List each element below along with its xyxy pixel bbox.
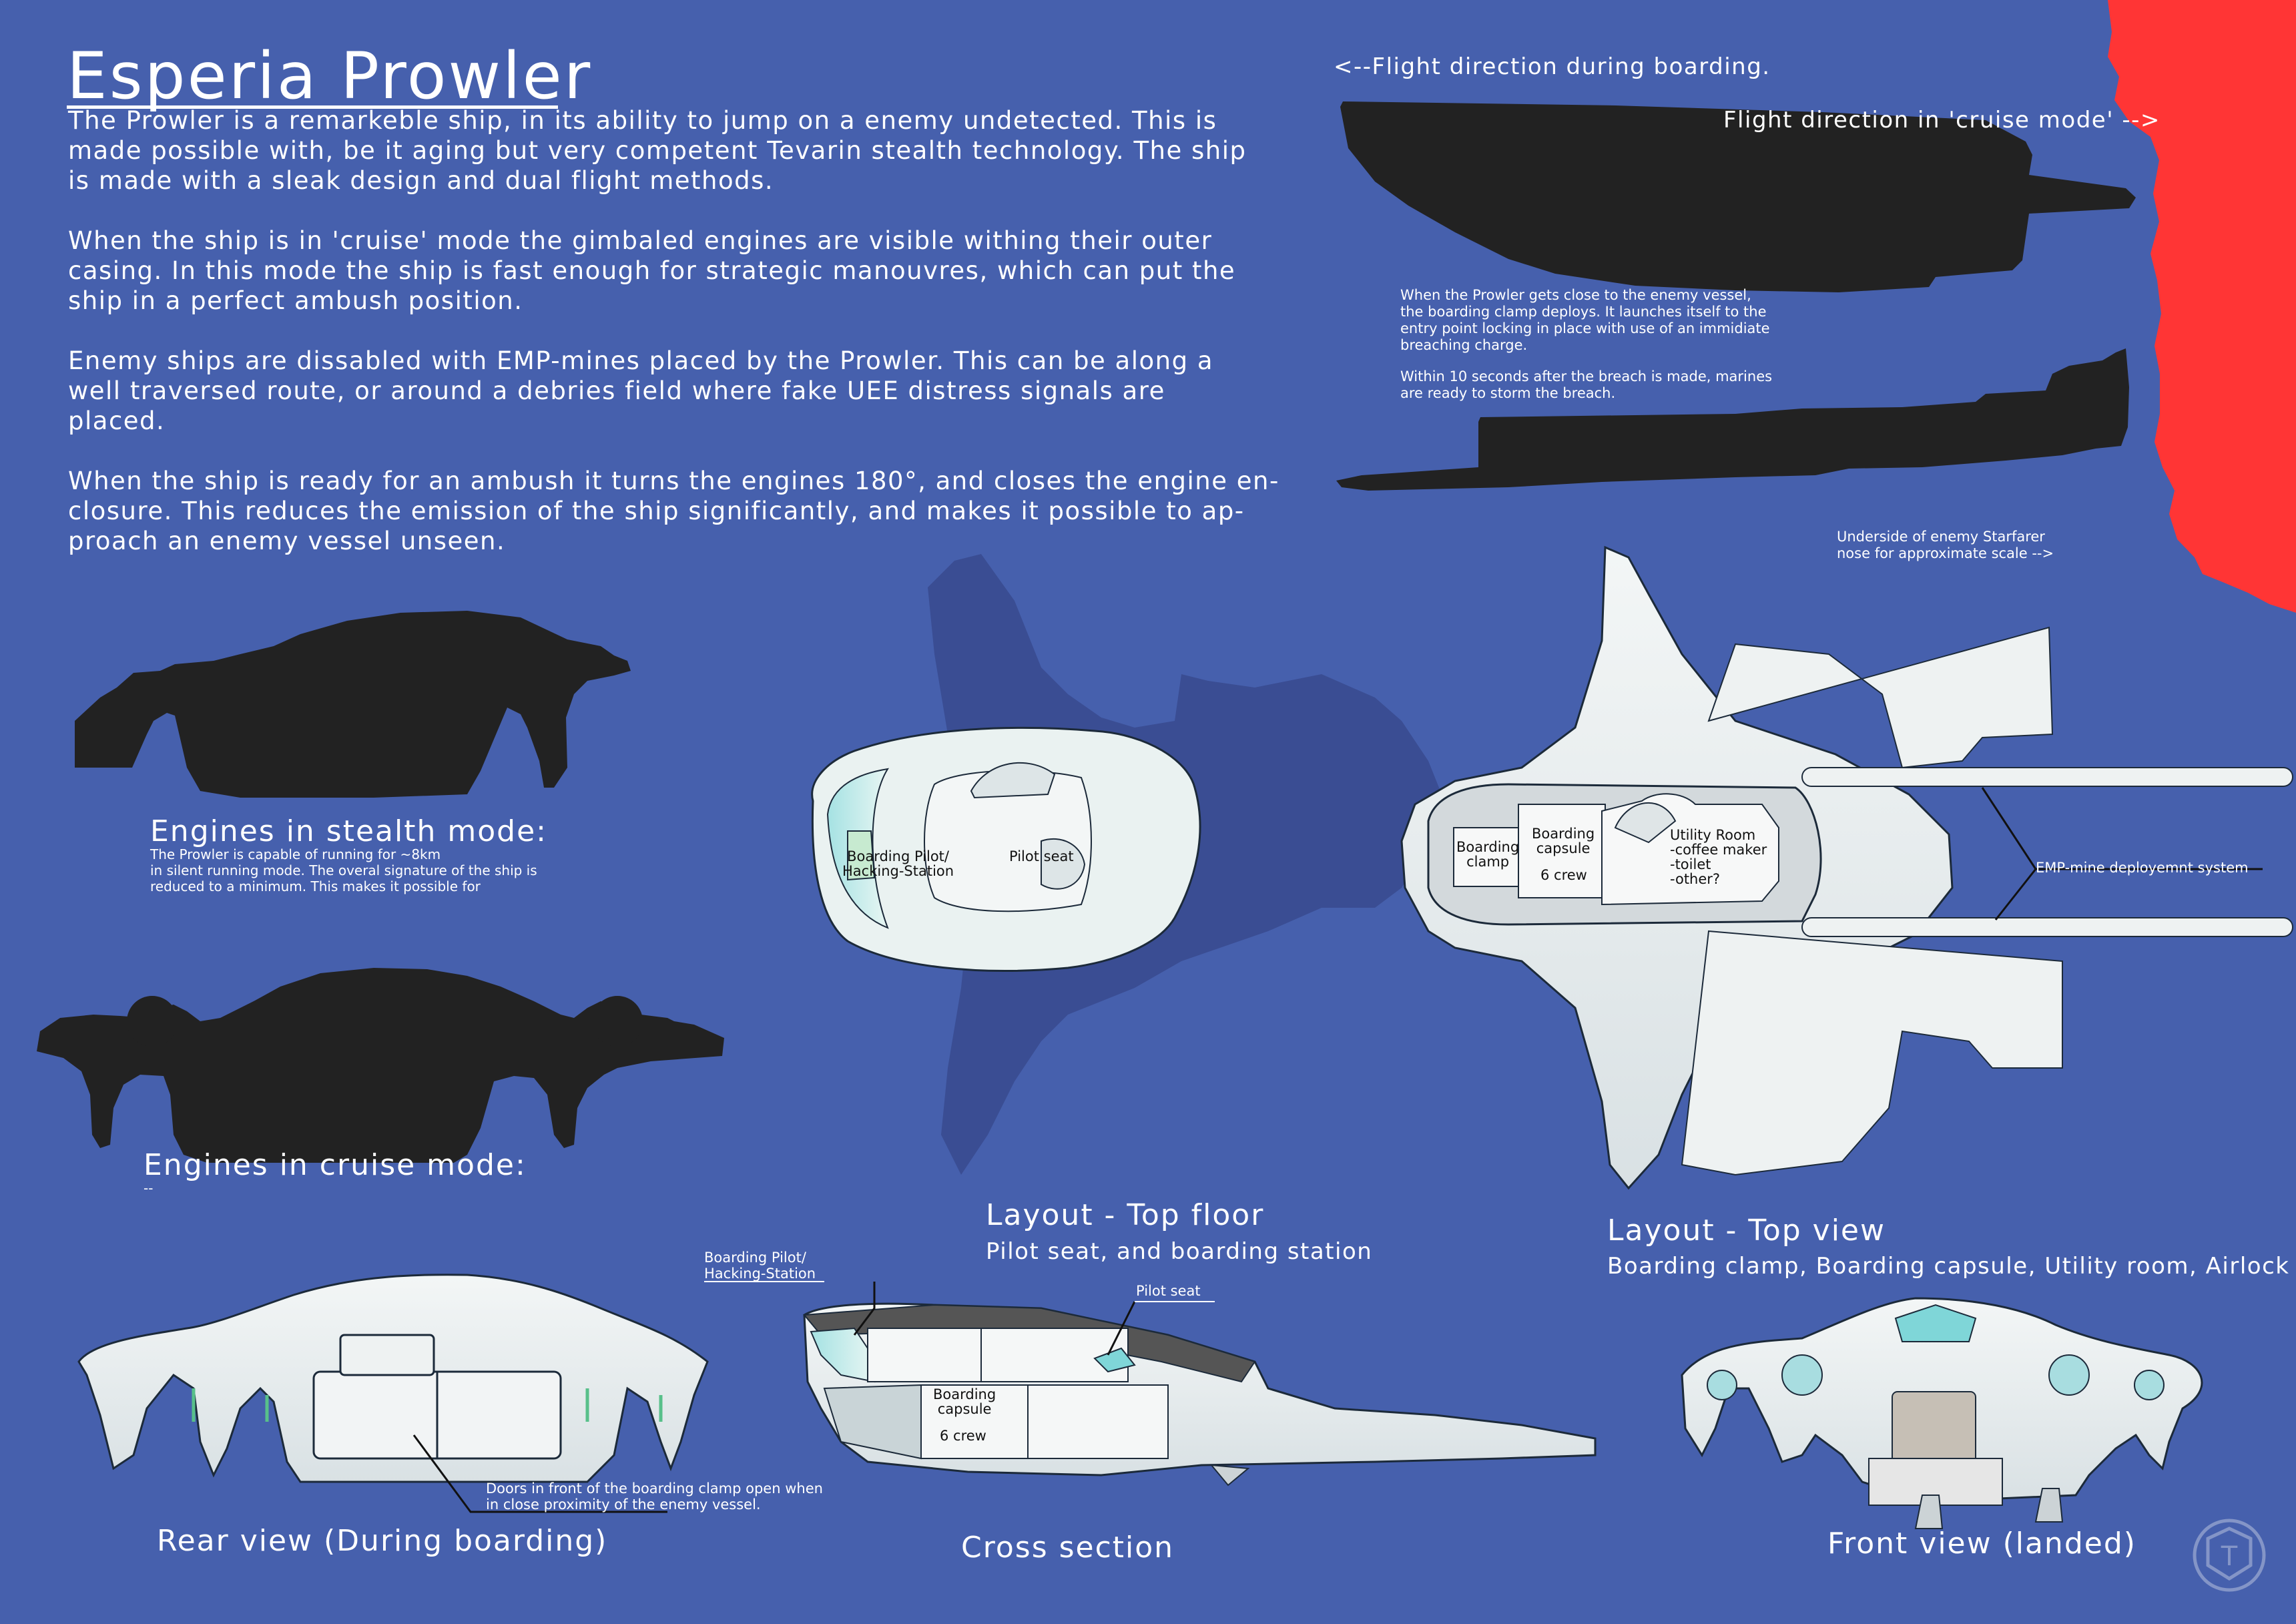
intro-paragraph-1: The Prowler is a remarkeble ship, in its… [68, 106, 1247, 195]
prowler-boarding-silhouette [1340, 101, 2136, 292]
front-view-sketch [1681, 1297, 2203, 1529]
cs-crew-label: 6 crew [940, 1428, 986, 1444]
intro-paragraph-2: When the ship is in 'cruise' mode the gi… [68, 226, 1236, 315]
top-view-subheading: Boarding clamp, Boarding capsule, Utilit… [1607, 1253, 2290, 1280]
title-underline [67, 105, 558, 109]
emp-leader-line [1981, 787, 2037, 870]
cruise-mode-text: -- [144, 1180, 154, 1196]
enemy-starfarer-nose [2108, 0, 2296, 613]
stealth-mode-text: The Prowler is capable of running for ~8… [150, 846, 537, 894]
intro-paragraph-4: When the ship is ready for an ambush it … [68, 467, 1279, 555]
top-floor-station-label: Boarding Pilot/ Hacking-Station [842, 848, 954, 879]
intro-text: The Prowler is a remarkeble ship, in its… [68, 105, 1283, 586]
emp-system-label: EMP-mine deployemnt system [2036, 860, 2249, 876]
cross-section-caption: Cross section [961, 1531, 1175, 1565]
top-view-heading: Layout - Top view [1607, 1213, 1886, 1248]
cs-pilot-label: Pilot seat [1136, 1283, 1201, 1299]
cs-station-label: Boarding Pilot/ Hacking-Station [704, 1250, 816, 1282]
emblem-icon: T [2193, 1519, 2266, 1592]
page-title: Esperia Prowler [67, 39, 593, 113]
top-view-utility-label: Utility Room -coffee maker -toilet -othe… [1670, 827, 1767, 887]
rear-view-sketch [77, 1274, 709, 1483]
svg-text:T: T [2221, 1541, 2238, 1572]
enemy-approach-silhouette [1336, 348, 2129, 491]
top-floor-heading: Layout - Top floor [986, 1198, 1265, 1232]
scale-note: Underside of enemy Starfarer nose for ap… [1837, 529, 2054, 561]
marines-note: Within 10 seconds after the breach is ma… [1400, 368, 1773, 401]
cruise-engine-right [592, 996, 643, 1047]
stealth-mode-heading: Engines in stealth mode: [150, 814, 547, 848]
cs-capsule-label: Boarding capsule [933, 1386, 996, 1417]
top-view-crew-label: 6 crew [1540, 867, 1587, 883]
cross-section-sketch [802, 1302, 1597, 1486]
intro-paragraph-3: Enemy ships are dissabled with EMP-mines… [68, 346, 1214, 435]
rear-view-caption: Rear view (During boarding) [157, 1524, 608, 1558]
cruise-direction-label: Flight direction in 'cruise mode' --> [1723, 107, 2161, 133]
doors-leader-line [412, 1434, 667, 1513]
top-floor-sketch [811, 726, 1201, 972]
cruise-engine-left [127, 996, 178, 1047]
top-floor-pilot-label: Pilot seat [1009, 848, 1074, 864]
cs-station-leader [853, 1282, 876, 1336]
boarding-clamp-note: When the Prowler gets close to the enemy… [1400, 287, 1770, 353]
stealth-mode-silhouette [75, 611, 631, 798]
top-view-capsule-label: Boarding capsule [1532, 826, 1595, 856]
emp-leader-line-2 [1994, 868, 2037, 920]
front-view-caption: Front view (landed) [1827, 1527, 2136, 1561]
top-floor-subheading: Pilot seat, and boarding station [986, 1238, 1373, 1265]
top-view-sketch [1400, 545, 2293, 1190]
cruise-mode-heading: Engines in cruise mode: [144, 1148, 527, 1182]
rear-doors-note: Doors in front of the boarding clamp ope… [486, 1480, 823, 1513]
boarding-direction-label: <--Flight direction during boarding. [1334, 53, 1771, 80]
top-view-clamp-label: Boarding clamp [1456, 839, 1520, 870]
cruise-mode-silhouette [37, 968, 724, 1163]
cs-pilot-leader [1107, 1301, 1136, 1356]
